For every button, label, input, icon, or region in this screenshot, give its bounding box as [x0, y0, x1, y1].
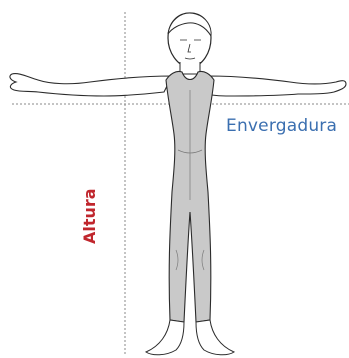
- neck: [180, 62, 200, 74]
- left-arm: [10, 74, 172, 96]
- left-leg: [146, 320, 184, 355]
- head: [168, 13, 211, 68]
- right-leg: [196, 320, 234, 355]
- wingspan-label: Envergadura: [226, 116, 337, 136]
- height-label: Altura: [80, 188, 99, 244]
- right-arm: [196, 76, 346, 96]
